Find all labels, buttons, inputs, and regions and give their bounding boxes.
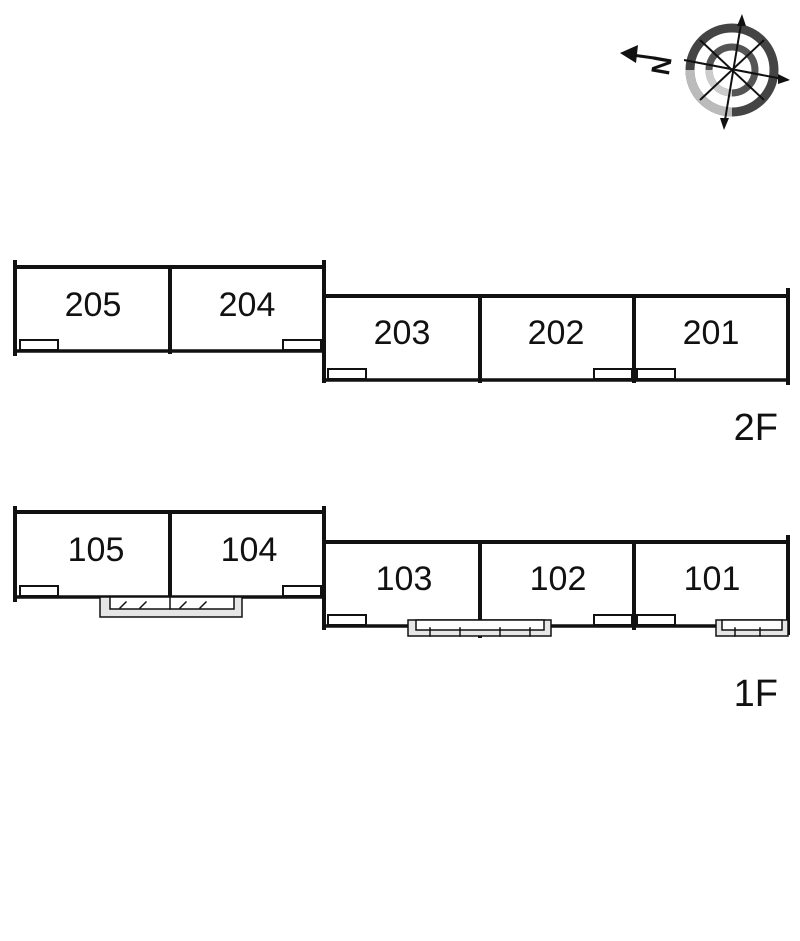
unit-201-label: 201: [683, 314, 740, 352]
floor-2f: [13, 260, 790, 385]
floor-label-1f: 1F: [734, 673, 778, 715]
unit-103-label: 103: [376, 560, 433, 598]
compass: N: [620, 14, 790, 130]
balcony-1f-left: [99, 596, 243, 618]
unit-104-label: 104: [221, 531, 278, 569]
unit-205-label: 205: [65, 286, 122, 324]
entry-marks-2f: [19, 339, 676, 380]
unit-204-label: 204: [219, 286, 276, 324]
compass-icon: [620, 14, 790, 130]
unit-202-label: 202: [528, 314, 585, 352]
unit-101-label: 101: [684, 560, 741, 598]
floor-1f: [13, 506, 790, 638]
entry-marks-1f: [19, 585, 676, 626]
unit-102-label: 102: [530, 560, 587, 598]
balcony-1f-right: [715, 619, 789, 637]
floor-label-2f: 2F: [734, 407, 778, 449]
unit-203-label: 203: [374, 314, 431, 352]
balcony-1f-middle: [407, 619, 552, 637]
unit-105-label: 105: [68, 531, 125, 569]
compass-north-label: N: [645, 54, 678, 78]
